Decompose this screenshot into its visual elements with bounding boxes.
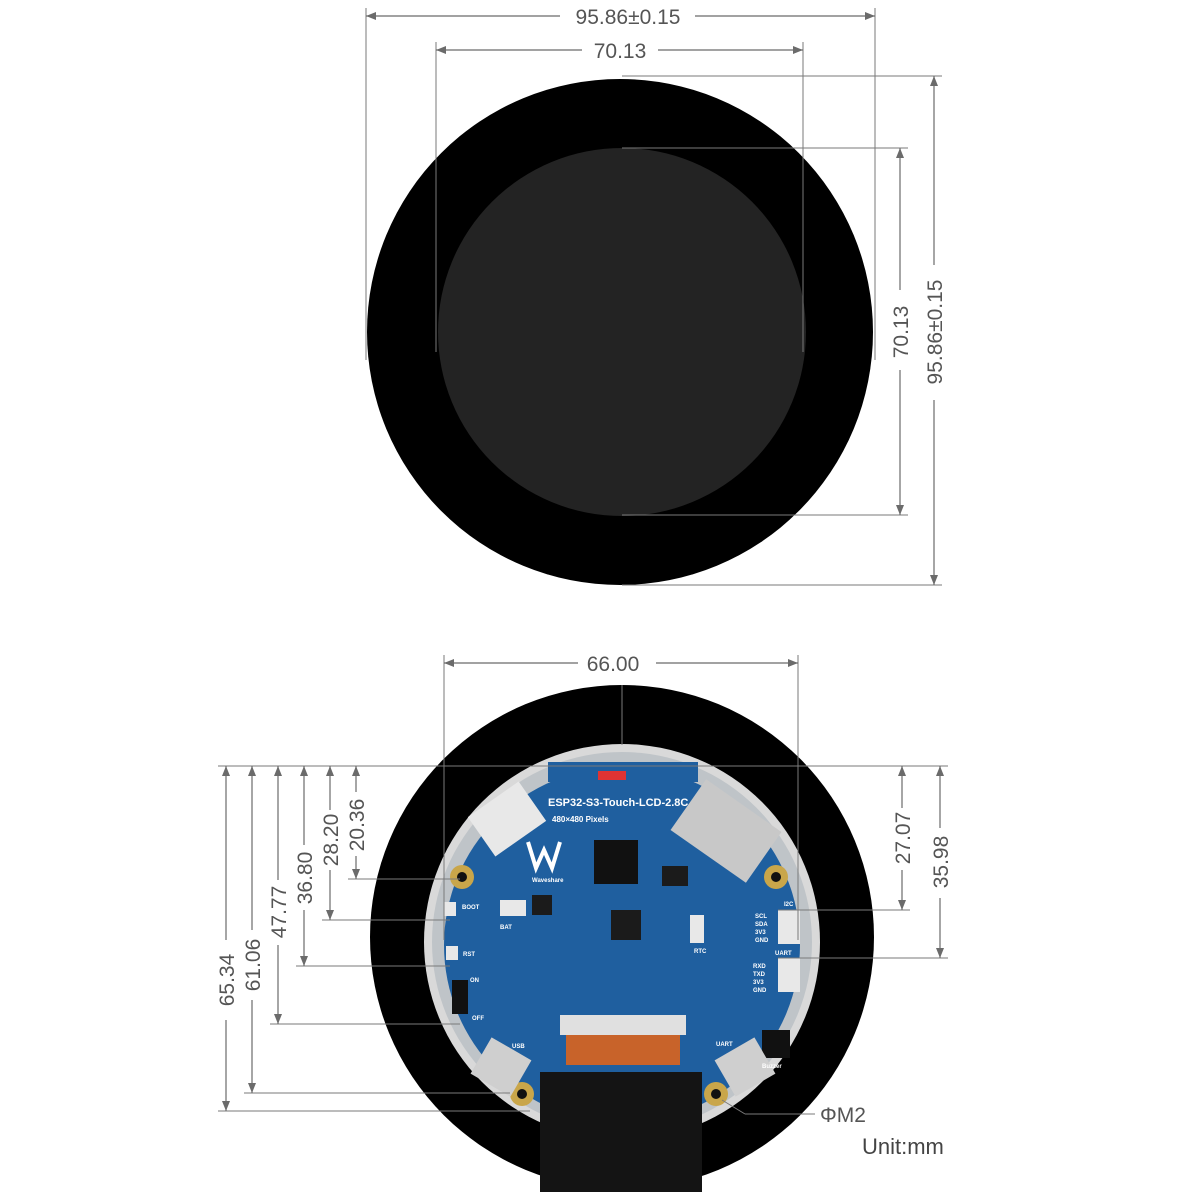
arrow-head — [865, 12, 875, 20]
arrow-head — [366, 12, 376, 20]
i2c-label: I2C — [784, 902, 794, 908]
dim-28-20: 28.20 — [320, 766, 450, 921]
arrow-head — [444, 659, 454, 667]
arrow-head — [788, 659, 798, 667]
dim-label-47-77: 47.77 — [268, 886, 291, 939]
hole-spacing-label: 66.00 — [587, 653, 640, 676]
uart-bottom-label: UART — [716, 1042, 733, 1048]
hole-leader — [721, 1099, 746, 1115]
buzzer-label: Buzzer — [762, 1064, 782, 1070]
v33-label: 3V3 — [755, 930, 766, 936]
display-height-label: 70.13 — [890, 306, 913, 359]
dim-label-61-06: 61.06 — [242, 939, 265, 992]
dim-label-20-36: 20.36 — [346, 799, 369, 852]
usb-label: USB — [512, 1044, 525, 1050]
dim-label-35-98: 35.98 — [930, 836, 953, 889]
top-view: 95.86±0.15 70.13 70.13 95.86±0.15 — [365, 6, 947, 586]
hole-size-label: ΦM2 — [820, 1104, 866, 1127]
bat-label: BAT — [500, 925, 512, 931]
mounting-hole — [764, 865, 788, 889]
rtc-crystal — [690, 915, 704, 943]
rst-label: RST — [463, 952, 475, 958]
dim-label-36-80: 36.80 — [294, 852, 317, 905]
buzzer — [762, 1030, 790, 1058]
usb-c-port — [714, 1037, 776, 1097]
dim-36-80: 36.80 — [294, 766, 450, 967]
power-switch — [452, 980, 468, 1014]
battery-connector — [500, 900, 526, 916]
waveshare-logo — [526, 841, 562, 874]
board-resolution-label: 480×480 Pixels — [552, 815, 609, 824]
chip — [532, 895, 552, 915]
dim-65-34: 65.34 — [216, 766, 530, 1112]
esp32-module — [594, 840, 638, 884]
fpc-connector — [467, 781, 547, 857]
outer-height-label: 95.86±0.15 — [924, 280, 947, 385]
chip — [611, 910, 641, 940]
rst-button — [446, 946, 458, 960]
dim-47-77: 47.77 — [268, 766, 460, 1025]
arrow-head — [793, 46, 803, 54]
dim-20-36: 20.36 — [346, 766, 460, 880]
board-model-label: ESP32-S3-Touch-LCD-2.8C — [548, 797, 688, 809]
mounting-hole — [450, 865, 474, 889]
dim-27-07: 27.07 — [778, 766, 915, 911]
i2c-connector — [778, 910, 800, 944]
screen-fpc — [560, 1015, 686, 1035]
boot-button — [444, 902, 456, 916]
bottom-view: ESP32-S3-Touch-LCD-2.8C 480×480 Pixels W… — [216, 653, 953, 1192]
sda-label: SDA — [755, 922, 768, 928]
chip — [662, 866, 688, 886]
unit-label: Unit:mm — [862, 1134, 944, 1159]
outer-width-label: 95.86±0.15 — [576, 6, 681, 29]
uart-right-label: UART — [775, 951, 792, 957]
on-label: ON — [470, 978, 479, 984]
sd-card-slot — [670, 779, 782, 883]
mounting-hole — [704, 1082, 728, 1106]
arrow-head — [436, 46, 446, 54]
gnd-uart-label: GND — [753, 988, 767, 994]
brand-label: Waveshare — [532, 878, 564, 884]
txd-label: TXD — [753, 972, 766, 978]
uart-connector — [778, 958, 800, 992]
boot-label: BOOT — [462, 905, 480, 911]
off-label: OFF — [472, 1016, 484, 1022]
dim-label-28-20: 28.20 — [320, 814, 343, 867]
gnd-label: GND — [755, 938, 769, 944]
display-area — [438, 148, 806, 516]
rxd-label: RXD — [753, 964, 766, 970]
arrow-head — [896, 505, 904, 515]
arrow-head — [896, 148, 904, 158]
usb-c-port — [470, 1037, 532, 1097]
arrow-head — [930, 575, 938, 585]
screen-fpc-cable — [566, 1035, 680, 1065]
dim-61-06: 61.06 — [242, 766, 510, 1094]
dim-label-27-07: 27.07 — [892, 812, 915, 865]
arrow-head — [930, 76, 938, 86]
mounting-hole — [510, 1082, 534, 1106]
dim-35-98: 35.98 — [778, 766, 953, 959]
display-width-label: 70.13 — [594, 40, 647, 63]
v33-uart-label: 3V3 — [753, 980, 764, 986]
dim-label-65-34: 65.34 — [216, 953, 239, 1006]
scl-label: SCL — [755, 914, 767, 920]
status-led — [598, 771, 626, 780]
ribbon-cable — [540, 1072, 702, 1192]
rtc-label: RTC — [694, 949, 707, 955]
